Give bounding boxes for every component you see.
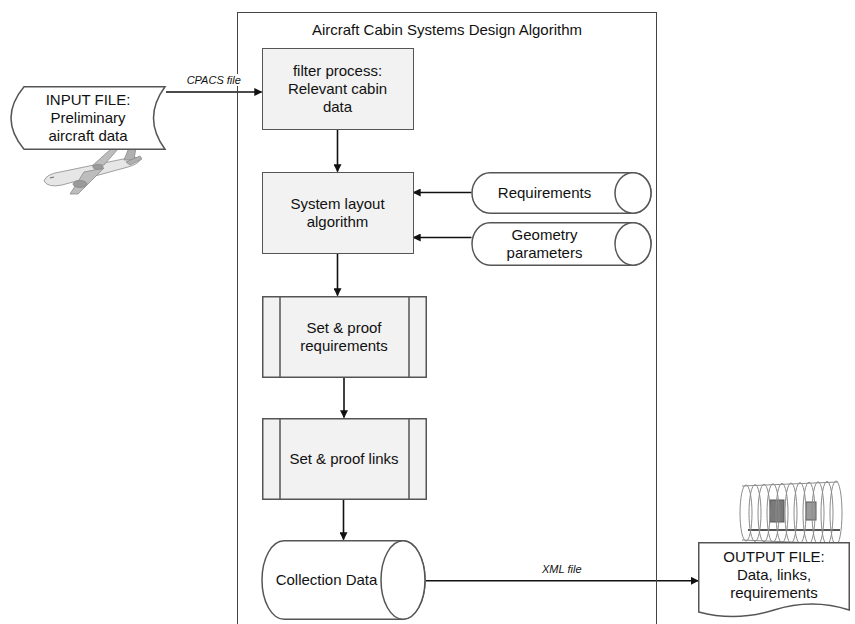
subprocess-box: Set & proof requirements	[262, 296, 427, 378]
document-outline	[699, 543, 850, 617]
subprocess-border	[262, 296, 426, 377]
node-label: Geometry parameters	[486, 226, 604, 262]
cylinder-end	[615, 222, 651, 265]
cylinder-end	[615, 172, 651, 213]
node-label: INPUT FILE: Preliminary aircraft data	[26, 91, 150, 145]
process-box: filter process: Relevant cabin data	[262, 48, 414, 130]
node-label: Set & proof requirements	[286, 319, 403, 355]
node-label: OUTPUT FILE: Data, links, requirements	[714, 548, 834, 602]
edge-label: XML file	[540, 563, 584, 575]
output-document: OUTPUT FILE: Data, links, requirements	[698, 542, 850, 620]
node-label: Requirements	[498, 184, 591, 202]
subprocess-bar	[279, 296, 281, 377]
stored-data-outline	[11, 87, 165, 150]
flow-arrow	[426, 580, 699, 582]
algorithm-frame: Aircraft Cabin Systems Design Algorithm f…	[237, 12, 657, 624]
flow-arrow	[343, 378, 345, 418]
cylinder-body	[472, 172, 651, 213]
subprocess-bar	[408, 418, 410, 499]
flow-arrow	[414, 192, 472, 194]
process-box: System layout algorithm	[262, 172, 414, 254]
input-file: INPUT FILE: Preliminary aircraft data	[4, 86, 166, 150]
node-label: System layout algorithm	[275, 195, 401, 231]
subprocess-bar	[408, 296, 410, 377]
flow-arrow	[337, 254, 339, 296]
flow-arrow	[343, 500, 345, 540]
fuselage-illustration	[740, 481, 842, 545]
subprocess-bar	[279, 418, 281, 499]
subprocess-box: Set & proof links	[262, 418, 427, 500]
edge-label: CPACS file	[185, 74, 243, 86]
cylinder-body	[472, 222, 651, 265]
flow-arrow	[414, 237, 472, 239]
flow-arrow	[166, 91, 262, 93]
data-store: Collection Data	[262, 540, 426, 620]
node-label: Collection Data	[276, 571, 378, 589]
node-label: filter process: Relevant cabin data	[275, 62, 401, 116]
data-store: Geometry parameters	[472, 222, 652, 266]
flow-arrow	[337, 130, 339, 172]
frame-title: Aircraft Cabin Systems Design Algorithm	[238, 21, 656, 39]
fuselage-frame	[830, 481, 842, 545]
cylinder-body	[262, 540, 425, 619]
data-store: Requirements	[472, 172, 652, 214]
node-label: Set & proof links	[289, 450, 398, 468]
cylinder-end	[381, 540, 425, 619]
subprocess-border	[262, 418, 426, 499]
